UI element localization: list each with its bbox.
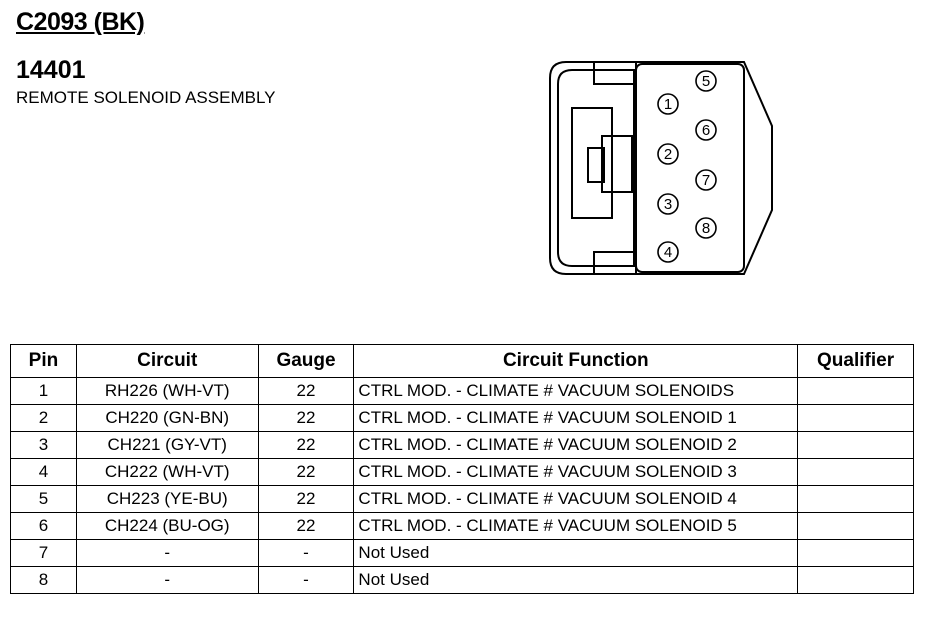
pin-cavity-7: 7	[695, 169, 717, 191]
cell-qualifier	[797, 512, 914, 540]
cell-pin: 1	[10, 377, 77, 405]
cell-circuit: CH223 (YE-BU)	[75, 485, 259, 513]
connector-pin-body	[635, 63, 745, 273]
cell-gauge: 22	[257, 431, 355, 459]
cell-qualifier	[797, 377, 914, 405]
pin-number-label: 8	[702, 220, 710, 237]
pin-cavity-5: 5	[695, 70, 717, 92]
cell-qualifier	[797, 485, 914, 513]
cell-function: CTRL MOD. - CLIMATE # VACUUM SOLENOID 1	[353, 404, 799, 432]
part-number: 14401	[16, 56, 86, 84]
cell-pin: 4	[10, 458, 77, 486]
pinout-table: Pin Circuit Gauge Circuit Function Quali…	[10, 344, 914, 594]
table-row: 2 CH220 (GN-BN) 22 CTRL MOD. - CLIMATE #…	[10, 404, 914, 432]
pin-number-label: 1	[664, 96, 672, 113]
table-row: 4 CH222 (WH-VT) 22 CTRL MOD. - CLIMATE #…	[10, 458, 914, 486]
connector-lock-tab	[601, 135, 633, 193]
pin-cavity-4: 4	[657, 241, 679, 263]
cell-function: CTRL MOD. - CLIMATE # VACUUM SOLENOID 2	[353, 431, 799, 459]
cell-gauge: -	[257, 566, 355, 594]
cell-pin: 6	[10, 512, 77, 540]
pin-number-label: 3	[664, 196, 672, 213]
table-row: 1 RH226 (WH-VT) 22 CTRL MOD. - CLIMATE #…	[10, 377, 914, 405]
cell-pin: 3	[10, 431, 77, 459]
cell-pin: 2	[10, 404, 77, 432]
table-row: 3 CH221 (GY-VT) 22 CTRL MOD. - CLIMATE #…	[10, 431, 914, 459]
header-qualifier: Qualifier	[797, 344, 914, 378]
cell-circuit: CH221 (GY-VT)	[75, 431, 259, 459]
cell-circuit: CH224 (BU-OG)	[75, 512, 259, 540]
connector-face-diagram: 1 2 3 4 5 6 7 8	[549, 61, 773, 275]
pin-number-label: 4	[664, 244, 672, 261]
cell-pin: 8	[10, 566, 77, 594]
header-pin: Pin	[10, 344, 77, 378]
connector-inner-outline	[557, 69, 635, 267]
table-row: 5 CH223 (YE-BU) 22 CTRL MOD. - CLIMATE #…	[10, 485, 914, 513]
pin-number-label: 7	[702, 172, 710, 189]
table-row: 8 - - Not Used	[10, 566, 914, 594]
pin-cavity-1: 1	[657, 93, 679, 115]
pin-cavity-6: 6	[695, 119, 717, 141]
connector-title: C2093 (BK)	[16, 8, 145, 36]
cell-function: CTRL MOD. - CLIMATE # VACUUM SOLENOID 4	[353, 485, 799, 513]
pin-cavity-2: 2	[657, 143, 679, 165]
cell-circuit: CH222 (WH-VT)	[75, 458, 259, 486]
connector-housing	[549, 61, 773, 275]
cell-gauge: 22	[257, 404, 355, 432]
table-header-row: Pin Circuit Gauge Circuit Function Quali…	[10, 344, 914, 378]
cell-gauge: 22	[257, 485, 355, 513]
cell-circuit: -	[75, 539, 259, 567]
table-row: 6 CH224 (BU-OG) 22 CTRL MOD. - CLIMATE #…	[10, 512, 914, 540]
cell-circuit: CH220 (GN-BN)	[75, 404, 259, 432]
cell-circuit: RH226 (WH-VT)	[75, 377, 259, 405]
pin-cavities: 1 2 3 4 5 6 7 8	[657, 70, 717, 263]
cell-pin: 7	[10, 539, 77, 567]
header-gauge: Gauge	[257, 344, 355, 378]
pin-number-label: 5	[702, 73, 710, 90]
connector-bottom-latch	[593, 251, 637, 275]
cell-gauge: 22	[257, 377, 355, 405]
cell-function: CTRL MOD. - CLIMATE # VACUUM SOLENOID 3	[353, 458, 799, 486]
cell-function: Not Used	[353, 539, 799, 567]
cell-gauge: 22	[257, 458, 355, 486]
cell-function: CTRL MOD. - CLIMATE # VACUUM SOLENOID 5	[353, 512, 799, 540]
cell-qualifier	[797, 431, 914, 459]
table-row: 7 - - Not Used	[10, 539, 914, 567]
cell-qualifier	[797, 539, 914, 567]
header-circuit-function: Circuit Function	[353, 344, 799, 378]
part-name: REMOTE SOLENOID ASSEMBLY	[16, 88, 276, 107]
cell-function: Not Used	[353, 566, 799, 594]
pin-cavity-8: 8	[695, 217, 717, 239]
cell-qualifier	[797, 458, 914, 486]
connector-lock-key	[587, 147, 605, 183]
pin-cavity-3: 3	[657, 193, 679, 215]
pin-number-label: 2	[664, 146, 672, 163]
connector-top-latch	[593, 61, 637, 85]
cell-qualifier	[797, 404, 914, 432]
pin-number-label: 6	[702, 122, 710, 139]
cell-gauge: 22	[257, 512, 355, 540]
cell-qualifier	[797, 566, 914, 594]
cell-gauge: -	[257, 539, 355, 567]
cell-pin: 5	[10, 485, 77, 513]
cell-function: CTRL MOD. - CLIMATE # VACUUM SOLENOIDS	[353, 377, 799, 405]
header-circuit: Circuit	[75, 344, 259, 378]
connector-side-lock	[571, 107, 613, 219]
cell-circuit: -	[75, 566, 259, 594]
